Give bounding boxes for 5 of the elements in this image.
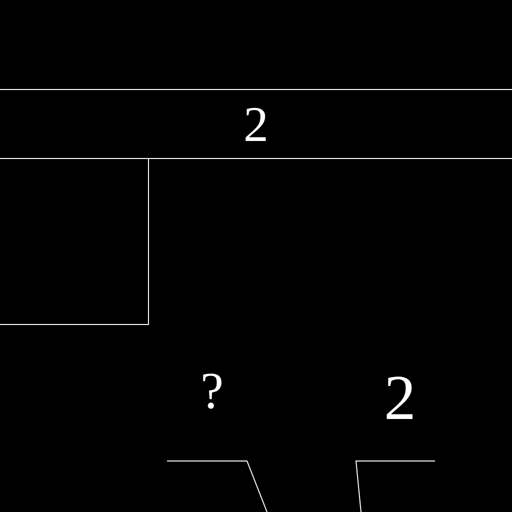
- band: [0, 89, 512, 159]
- outline-box: [0, 158, 149, 325]
- symbol-label: 2: [383, 366, 417, 430]
- number-label: 2: [244, 99, 268, 149]
- symbol-label: ?: [199, 366, 225, 418]
